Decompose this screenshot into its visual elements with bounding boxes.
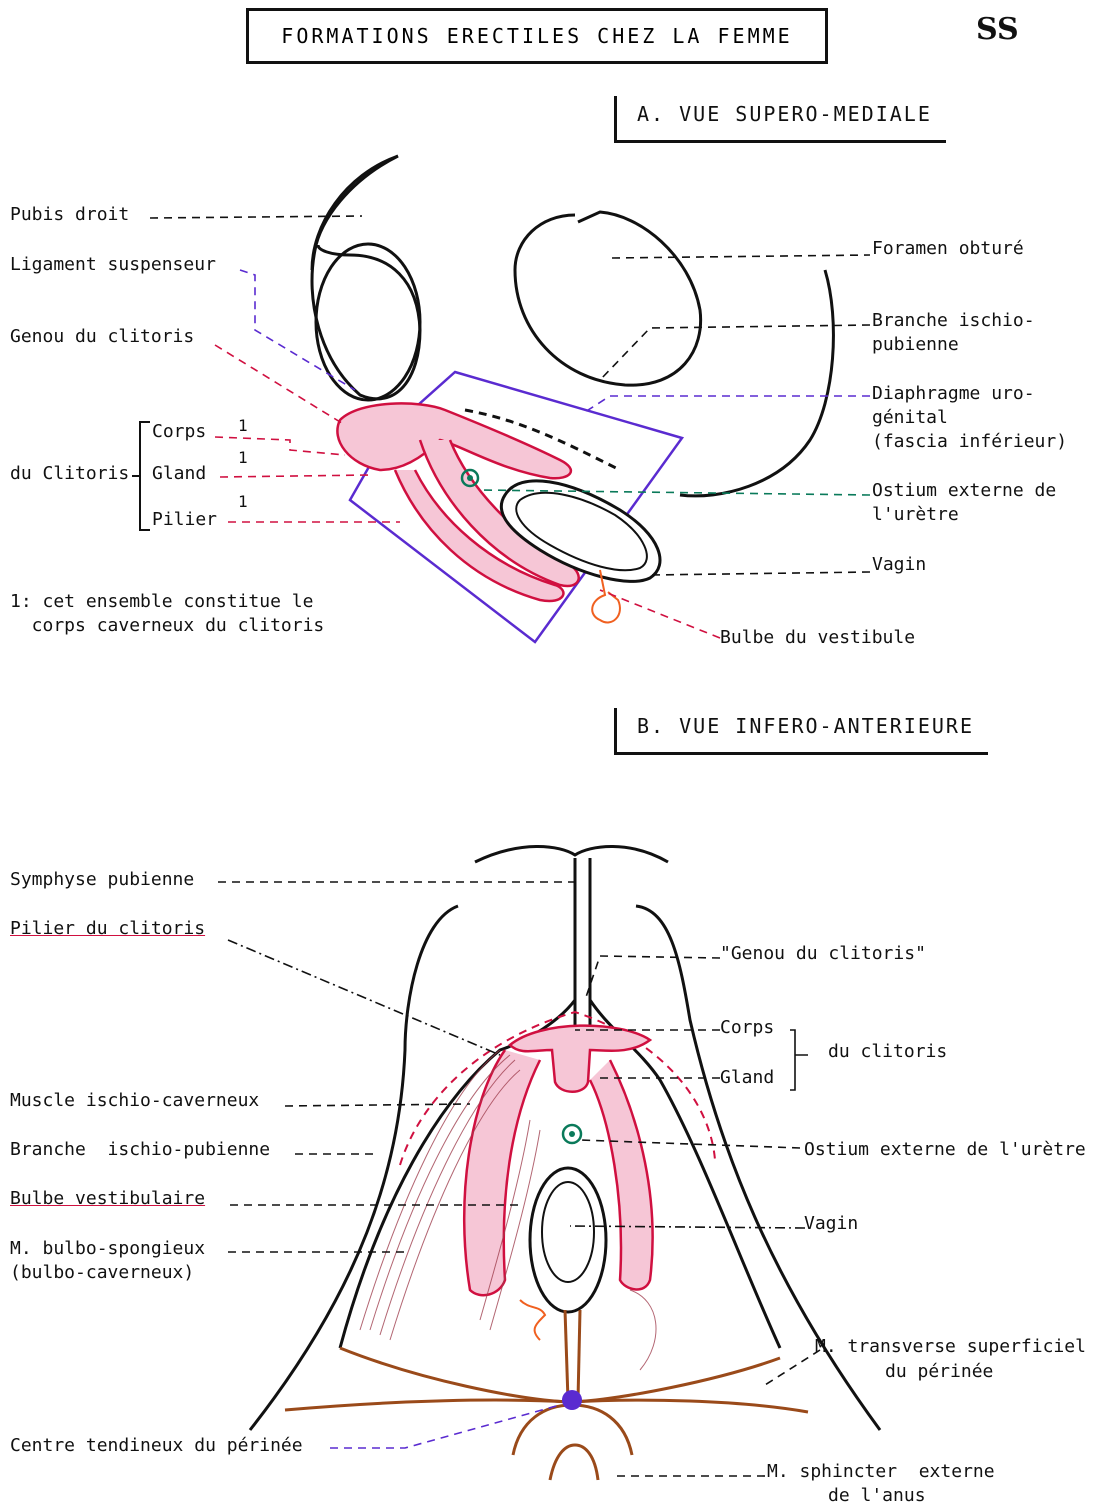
label-corps: Corps <box>152 420 206 444</box>
label-pilier-b: Pilier du clitoris <box>10 917 205 941</box>
label-bulbo-1: M. bulbo-spongieux <box>10 1237 205 1261</box>
bracket-a <box>132 422 150 530</box>
pubis-outline <box>312 156 398 270</box>
label-bulbo-2: (bulbo-caverneux) <box>10 1261 194 1285</box>
label-corps-b: Corps <box>720 1016 774 1040</box>
label-ostium-2: l'urètre <box>872 503 959 527</box>
label-diaphragme-3: (fascia inférieur) <box>872 430 1067 454</box>
label-pubis-droit: Pubis droit <box>10 203 129 227</box>
label-ligament-suspenseur: Ligament suspenseur <box>10 253 216 277</box>
label-gland: Gland <box>152 462 206 486</box>
label-branche-1: Branche ischio- <box>872 309 1035 333</box>
left-branch-outer <box>250 906 458 1430</box>
footnote-line-2: corps caverneux du clitoris <box>10 614 324 638</box>
section-b-heading: B. VUE INFERO-ANTERIEURE <box>614 708 988 755</box>
label-du-clitoris-b: du clitoris <box>828 1040 947 1064</box>
label-foramen: Foramen obturé <box>872 237 1024 261</box>
label-sphincter-1: M. sphincter externe <box>767 1460 995 1484</box>
bracket-b <box>790 1030 808 1090</box>
label-branche-b: Branche ischio-pubienne <box>10 1138 270 1162</box>
ischio-pubic-branch <box>680 270 833 496</box>
label-bulbe-b: Bulbe vestibulaire <box>10 1187 205 1211</box>
perineal-body <box>562 1390 582 1410</box>
superscript-corps: 1 <box>238 416 248 435</box>
foramen-outline <box>515 212 701 385</box>
label-diaphragme-2: génital <box>872 406 948 430</box>
label-ostium-1: Ostium externe de <box>872 479 1056 503</box>
label-symphyse: Symphyse pubienne <box>10 868 194 892</box>
symphysis <box>475 846 668 862</box>
page-title: FORMATIONS ERECTILES CHEZ LA FEMME <box>246 8 828 64</box>
superscript-pilier: 1 <box>238 492 248 511</box>
section-a-heading: A. VUE SUPERO-MEDIALE <box>614 96 946 143</box>
label-genou-clitoris: Genou du clitoris <box>10 325 194 349</box>
label-transverse-2: du périnée <box>885 1360 993 1384</box>
footnote-line-1: 1: cet ensemble constitue le <box>10 590 313 614</box>
label-centre-tendineux: Centre tendineux du périnée <box>10 1434 303 1458</box>
label-ostium-b: Ostium externe de l'urètre <box>804 1138 1086 1162</box>
left-branch-inner <box>340 1000 575 1348</box>
label-sphincter-2: de l'anus <box>828 1484 926 1508</box>
perineum-muscles <box>285 1310 808 1480</box>
label-bulbe-a: Bulbe du vestibule <box>720 626 915 650</box>
label-muscle-ischio: Muscle ischio-caverneux <box>10 1089 259 1113</box>
label-transverse-1: M. transverse superficiel <box>815 1335 1086 1359</box>
label-branche-2: pubienne <box>872 333 959 357</box>
header-badge: SS <box>976 12 1019 47</box>
label-vagin-b: Vagin <box>804 1212 858 1236</box>
label-genou-b: "Genou du clitoris" <box>720 942 926 966</box>
label-gland-b: Gland <box>720 1066 774 1090</box>
label-diaphragme-1: Diaphragme uro- <box>872 382 1035 406</box>
crus-left-b <box>464 1050 540 1295</box>
label-vagin-a: Vagin <box>872 553 926 577</box>
bulb-gland-b <box>520 1300 545 1340</box>
pubis-bone <box>312 156 420 399</box>
superscript-gland: 1 <box>238 448 248 467</box>
label-du-clitoris-a: du Clitoris <box>10 462 129 486</box>
label-pilier: Pilier <box>152 508 217 532</box>
